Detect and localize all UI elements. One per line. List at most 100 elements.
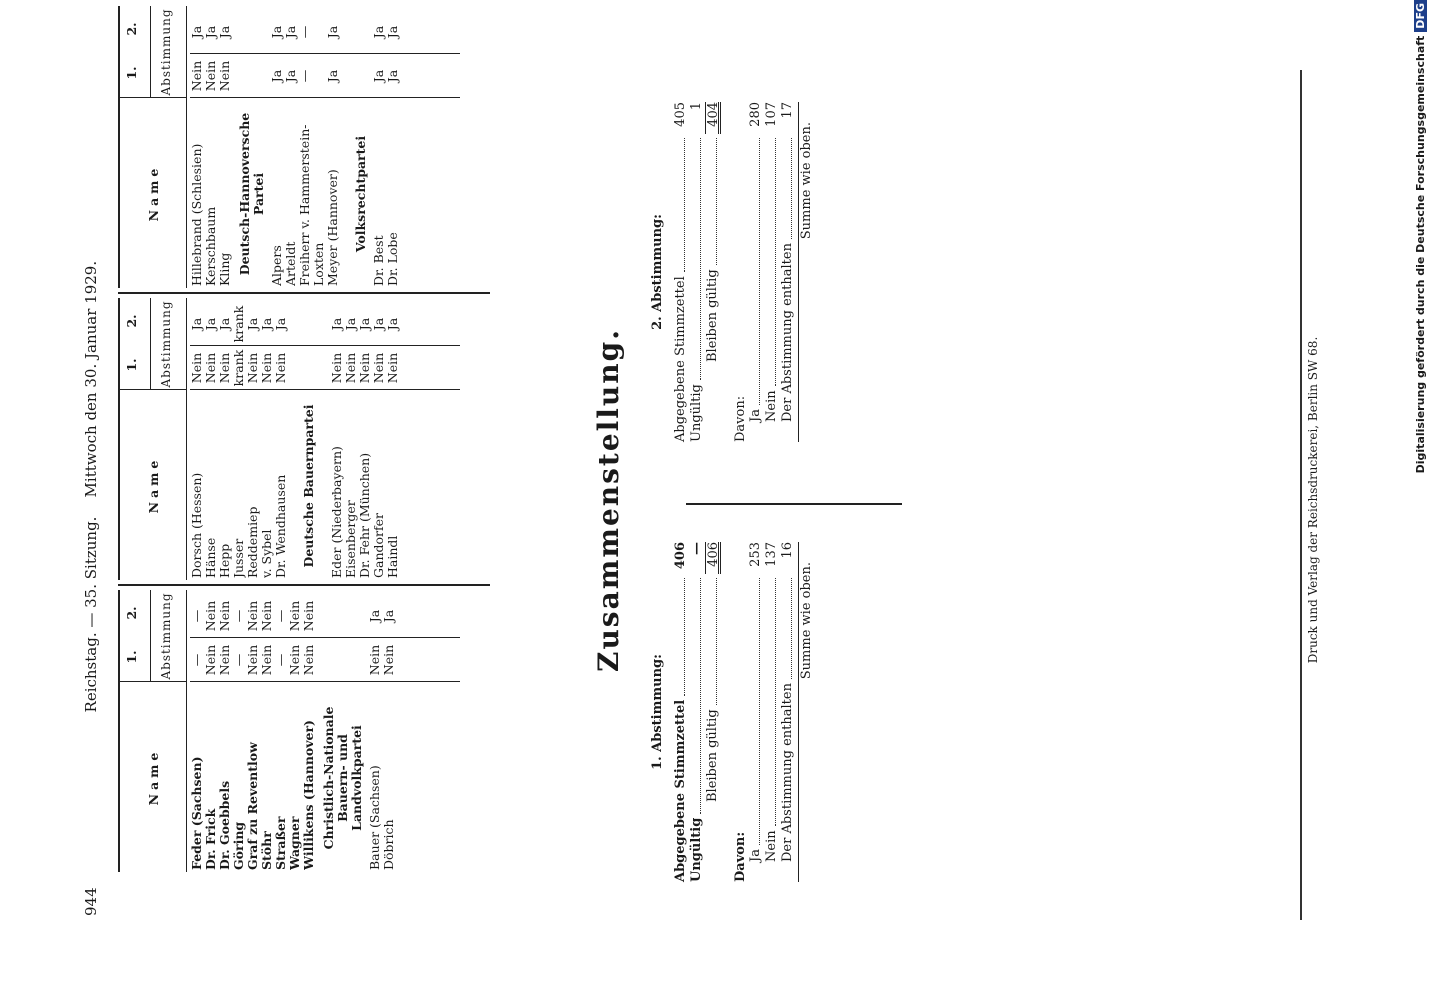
row-name: Straßer: [274, 816, 288, 870]
summary-block-title: 2. Abstimmung:: [650, 214, 665, 330]
header-col1: 1.: [124, 650, 139, 664]
label: Ja: [748, 409, 763, 422]
row-vote2: —: [273, 609, 288, 623]
row-vote2: Nein: [245, 600, 260, 632]
row-vote1: Nein: [259, 352, 274, 384]
row-vote1: krank: [231, 349, 246, 387]
row-vote2: Ja: [273, 317, 288, 331]
row-vote1: Nein: [245, 644, 260, 676]
label: Bleiben gültig: [705, 709, 720, 802]
row-name: Graf zu Reventlow: [246, 742, 260, 870]
row-vote2: Ja: [217, 25, 232, 39]
value: 107: [764, 102, 779, 127]
header-name: Name: [120, 389, 186, 580]
table-row: Freiherr v. Hammerstein-Loxten——: [297, 6, 326, 288]
row-vote2: —: [189, 609, 204, 623]
summe-wie-oben: Summe wie oben.: [798, 102, 814, 442]
row-vote1: Nein: [203, 352, 218, 384]
summe-wie-oben: Summe wie oben.: [798, 542, 814, 882]
row-vote1: Nein: [259, 644, 274, 676]
row-name: Eisenberger: [344, 500, 358, 578]
summary-block-title: 1. Abstimmung:: [650, 654, 665, 770]
row-vote2: Nein: [259, 600, 274, 632]
vote-table-2: Name 1. 2. Abstimmung Dorsch (Hessen)Nei…: [118, 298, 490, 580]
summary-row-abgegeben: Abgegebene Stimmzettel 405: [673, 102, 689, 442]
table-row: v. Sybel Nein Ja: [259, 298, 274, 580]
row-vote2: Ja: [357, 317, 372, 331]
value: 17: [780, 102, 795, 119]
summary-row-nein: Nein 137: [764, 542, 780, 882]
label: Abgegebene Stimmzettel: [673, 276, 688, 442]
running-header: 944 Reichstag. — 35. Sitzung. Mittwoch d…: [82, 86, 100, 916]
row-vote2: Ja: [371, 317, 386, 331]
footer-rule: [1300, 70, 1302, 920]
row-name: Haindl: [386, 535, 400, 578]
row-vote1: Ja: [385, 69, 400, 83]
summary-block-2: 2. Abstimmung: Abgegebene Stimmzettel 405…: [650, 102, 814, 442]
header-abstimmung: Abstimmung: [150, 298, 181, 390]
row-vote2: Ja: [329, 317, 344, 331]
row-name: v. Sybel: [260, 529, 274, 578]
row-vote1: Nein: [217, 644, 232, 676]
header-name: Name: [120, 97, 186, 288]
row-name: Alpers: [270, 245, 284, 286]
column-divider: [118, 292, 490, 294]
header-col2: 2.: [124, 606, 139, 620]
label: Ja: [748, 849, 763, 862]
header-abstimmung: Abstimmung: [150, 590, 181, 682]
row-name: Dorsch (Hessen): [190, 472, 204, 578]
row-name: Wagner: [288, 816, 302, 870]
party-group-heading: Christlich-Nationale Bauern- und Landvol…: [321, 706, 364, 850]
value: 137: [764, 542, 779, 567]
row-vote1: Ja: [283, 69, 298, 83]
party-group-heading: Volksrechtpartei: [353, 135, 368, 253]
row-name: Meyer (Hannover): [326, 169, 340, 286]
row-vote1: Nein: [217, 60, 232, 92]
row-name: Dr. Best: [372, 235, 386, 286]
value: —: [689, 542, 704, 555]
row-name: Hepp: [218, 543, 232, 578]
row-name: Stöhr: [260, 831, 274, 870]
summary-title: Zusammenstellung.: [592, 328, 625, 672]
row-vote1: —: [231, 653, 246, 667]
davon-label: Davon:: [733, 831, 748, 882]
row-vote2: Ja: [259, 317, 274, 331]
row-vote1: Nein: [287, 644, 302, 676]
row-vote1: Ja: [269, 69, 284, 83]
row-vote1: Nein: [343, 352, 358, 384]
row-name: Jusser: [232, 538, 246, 578]
row-name: Hillebrand (Schlesien): [190, 143, 204, 286]
row-name: Döbrich: [382, 819, 396, 870]
row-vote2: Ja: [269, 25, 284, 39]
table-header: Name 1. 2. Abstimmung: [118, 298, 187, 580]
imprint: Druck und Verlag der Reichsdruckerei, Be…: [1306, 336, 1320, 664]
page-number: 944: [82, 887, 100, 916]
row-vote1: Nein: [203, 644, 218, 676]
value: 405: [673, 102, 688, 127]
value: 280: [748, 102, 763, 127]
label: Nein: [764, 830, 779, 862]
dfg-logo: DFG: [1414, 0, 1427, 32]
row-vote1: Nein: [203, 60, 218, 92]
row-vote2: Ja: [367, 609, 382, 623]
